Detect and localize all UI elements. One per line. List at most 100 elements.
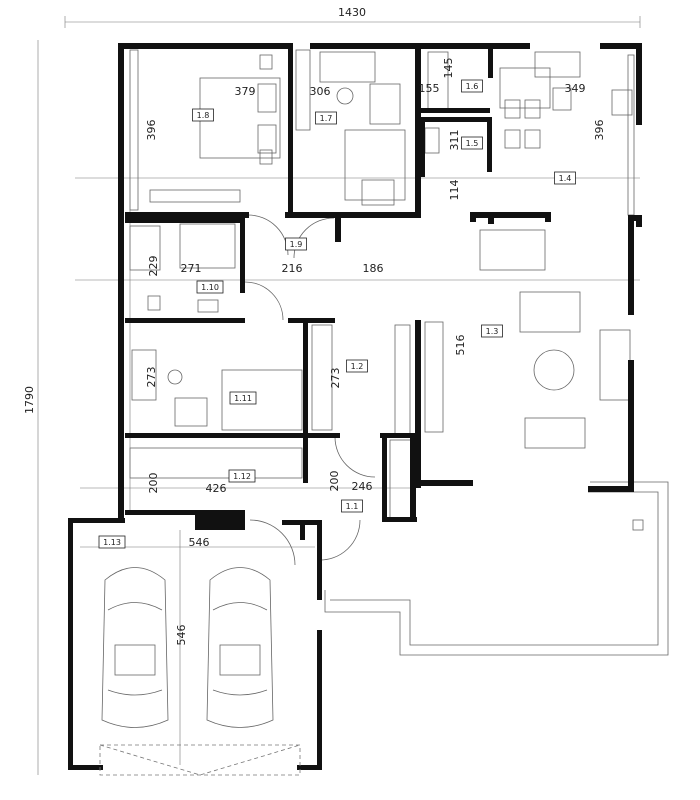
wall xyxy=(125,433,307,438)
furniture-item xyxy=(129,49,139,211)
furniture-item xyxy=(319,51,376,83)
furniture-item xyxy=(552,87,572,111)
wall xyxy=(310,43,425,49)
wall xyxy=(420,43,530,49)
room-number: 1.10 xyxy=(201,283,219,292)
wall xyxy=(305,318,335,323)
room-dimension: 349 xyxy=(565,82,586,95)
furniture-item xyxy=(174,397,208,427)
wall xyxy=(68,518,125,523)
wall xyxy=(545,212,551,222)
wall xyxy=(335,212,421,218)
room-dimension: 229 xyxy=(147,256,160,277)
wall xyxy=(488,43,493,78)
furniture-item xyxy=(295,49,311,131)
furniture-item xyxy=(149,189,241,203)
overall-depth-dimension: 1790 xyxy=(23,40,39,775)
wall xyxy=(195,515,245,530)
wall xyxy=(243,212,249,218)
wall xyxy=(588,486,634,492)
door-swing xyxy=(334,436,376,478)
wall xyxy=(420,117,490,122)
room-dimension: 246 xyxy=(352,480,373,493)
room-number: 1.3 xyxy=(486,327,499,336)
room-labels: 1.12462001.22731.35161.43493961.53111141… xyxy=(98,58,606,646)
wall xyxy=(297,765,322,770)
table-icon xyxy=(336,87,354,105)
wall xyxy=(220,43,290,49)
wall xyxy=(125,510,195,515)
wall xyxy=(125,212,248,218)
wall xyxy=(335,212,341,242)
furniture-item xyxy=(179,223,236,269)
room-dimension: 273 xyxy=(329,368,342,389)
furniture-item xyxy=(369,83,401,125)
wall xyxy=(288,43,293,215)
room-number: 1.12 xyxy=(233,472,251,481)
room-dimension: 145 xyxy=(442,58,455,79)
car-icon xyxy=(101,567,169,728)
room-dimension: 155 xyxy=(419,82,440,95)
room-dimension: 200 xyxy=(147,473,160,494)
wall xyxy=(317,520,322,600)
room-number: 1.2 xyxy=(351,362,364,371)
door-swing xyxy=(249,519,296,566)
room-tag-box xyxy=(461,79,483,93)
furniture-item xyxy=(131,349,157,401)
furniture-item xyxy=(524,99,541,119)
wall xyxy=(68,765,103,770)
furniture-item xyxy=(524,129,541,149)
room-dimension: 546 xyxy=(189,536,210,549)
room-tag-box xyxy=(554,171,576,185)
room-dimension: 379 xyxy=(235,85,256,98)
wall xyxy=(600,43,642,49)
furniture-item xyxy=(504,129,521,149)
wall xyxy=(125,318,245,323)
overall-depth-label: 1790 xyxy=(23,386,36,414)
furniture-item xyxy=(147,295,161,311)
room-tag-box xyxy=(192,108,214,122)
room-dimension: 271 xyxy=(181,262,202,275)
room-number: 1.8 xyxy=(197,111,210,120)
coffee-table-icon xyxy=(533,349,575,391)
terrace-outline xyxy=(324,481,669,656)
wall xyxy=(240,218,245,293)
furniture-item xyxy=(611,89,633,116)
wall xyxy=(415,43,421,218)
door-swing xyxy=(247,214,289,256)
furniture-item xyxy=(534,51,581,78)
furniture-item xyxy=(524,417,586,449)
room-dimension: 516 xyxy=(454,335,467,356)
room-number: 1.5 xyxy=(466,139,479,148)
wall xyxy=(118,43,124,521)
room-dimension: 546 xyxy=(175,625,188,646)
wall xyxy=(420,108,490,113)
room-dimension: 186 xyxy=(363,262,384,275)
furniture-item xyxy=(344,129,406,201)
room-1-10: 1.10 271 229 xyxy=(147,256,224,294)
room-tag-box xyxy=(346,359,368,373)
wall xyxy=(415,320,421,488)
wall xyxy=(382,435,387,520)
wall xyxy=(470,212,476,222)
furniture-item xyxy=(221,369,303,431)
furniture-item xyxy=(519,291,581,333)
wall xyxy=(488,212,494,224)
room-dimension: 200 xyxy=(328,471,341,492)
wall xyxy=(305,433,340,438)
wall xyxy=(415,480,473,486)
door-swing xyxy=(317,519,361,561)
furniture-item xyxy=(257,83,277,113)
room-number: 1.1 xyxy=(346,502,359,511)
wall xyxy=(470,212,550,218)
room-tag-box xyxy=(461,136,483,150)
wall xyxy=(628,215,634,315)
room-1-3: 1.3 516 xyxy=(454,324,503,356)
furniture xyxy=(75,49,640,765)
wall xyxy=(380,433,415,438)
